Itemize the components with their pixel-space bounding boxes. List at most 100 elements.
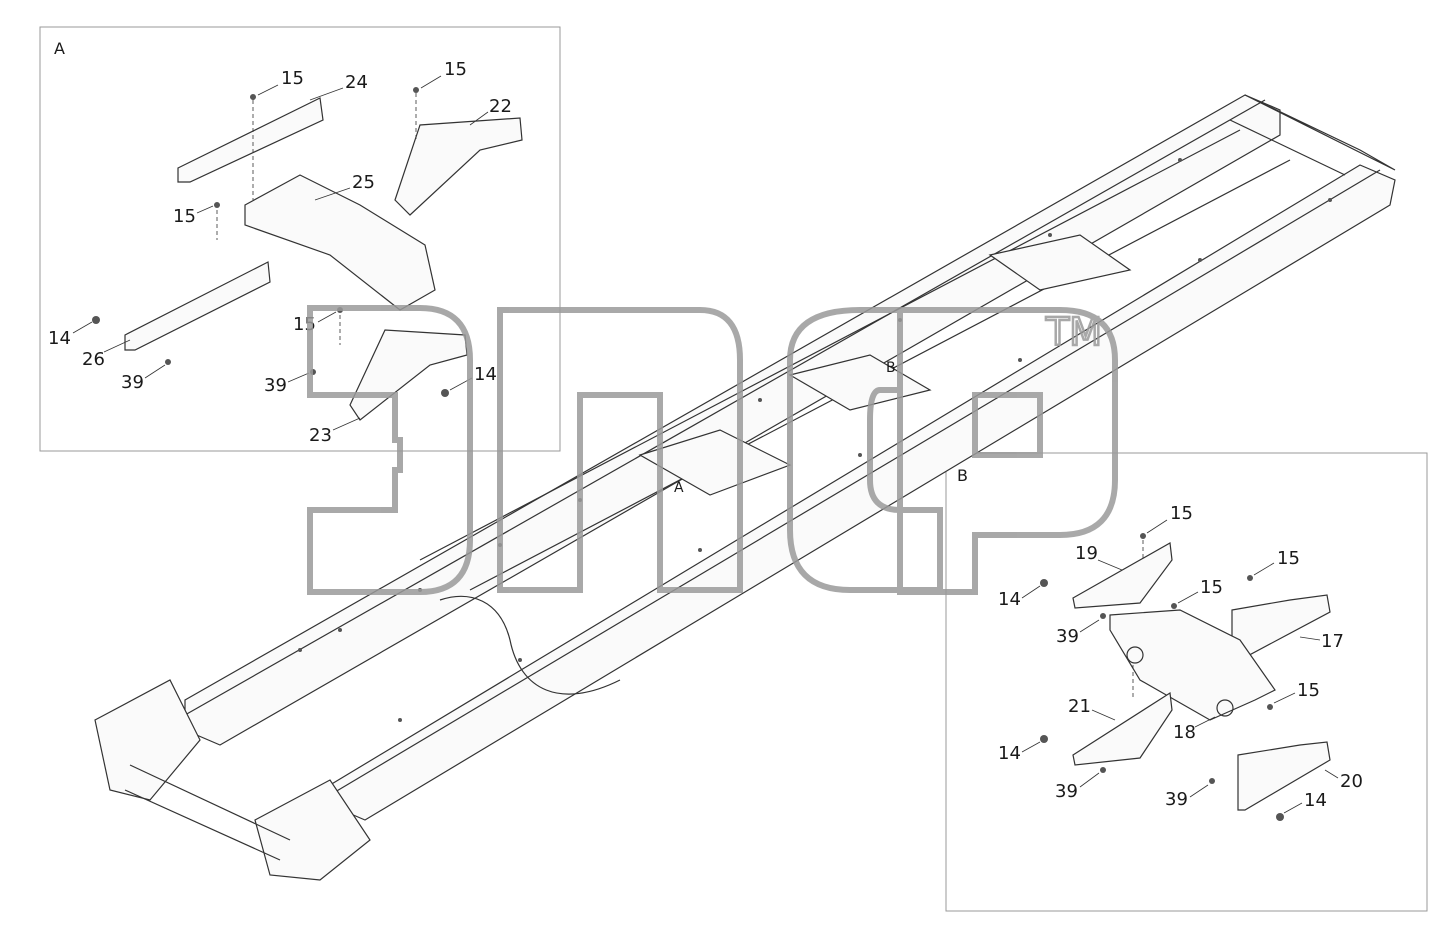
leader [1177, 591, 1199, 604]
detail-a-title: A [54, 39, 65, 58]
callout-b-15: 15 [1200, 577, 1223, 598]
washer-39-icon [165, 359, 171, 365]
leader [1283, 802, 1303, 814]
leader [1079, 772, 1100, 788]
callout-b-39: 39 [1165, 789, 1188, 810]
leader [1097, 559, 1123, 571]
nut-14-icon [1040, 735, 1048, 743]
callout-a-22: 22 [489, 96, 512, 117]
bracket-23 [349, 329, 468, 421]
crossmember-18 [1109, 609, 1276, 721]
washer-39-icon [1209, 778, 1215, 784]
callout-a-15: 15 [444, 59, 467, 80]
leader [469, 111, 489, 126]
front-axle-tube [129, 764, 291, 841]
nut-14-icon [441, 389, 449, 397]
callout-b-18: 18 [1173, 722, 1196, 743]
callout-b-20: 20 [1340, 771, 1363, 792]
leader [144, 364, 166, 379]
driveline-hint [439, 595, 621, 695]
callout-b-21: 21 [1068, 696, 1091, 717]
callout-a-15: 15 [173, 206, 196, 227]
leader [1091, 709, 1116, 721]
leader [72, 321, 93, 334]
callout-b-39: 39 [1056, 626, 1079, 647]
bracket-22 [394, 117, 523, 216]
detail-b-parts: 15 19 15 15 14 39 17 15 21 18 14 20 39 3… [998, 503, 1363, 821]
front-left-bracket [94, 679, 201, 801]
leader [309, 87, 344, 101]
leader [1021, 585, 1041, 599]
leader [1324, 769, 1339, 779]
callout-a-15: 15 [281, 68, 304, 89]
callout-b-15: 15 [1277, 548, 1300, 569]
rear-crossmember-edge [1229, 119, 1346, 176]
detail-frame-a [39, 26, 561, 452]
leader [1299, 636, 1321, 641]
leader [317, 311, 337, 323]
leader [196, 205, 214, 214]
callout-a-24: 24 [345, 72, 368, 93]
bracket-19 [1072, 542, 1173, 609]
section-marker-b: B [886, 360, 896, 376]
callout-b-19: 19 [1075, 543, 1098, 564]
logo-letter-e [307, 305, 473, 595]
leader [1146, 519, 1168, 534]
leader [287, 372, 310, 383]
bolt-15-icon [1140, 533, 1146, 539]
bracket-24 [177, 97, 324, 183]
main-chassis: A B [94, 94, 1396, 881]
leader [314, 187, 351, 201]
callout-a-25: 25 [352, 172, 375, 193]
right-side-rail [329, 164, 1396, 821]
logo-trademark: TM [1045, 310, 1102, 354]
front-right-bracket [254, 779, 371, 881]
leader [420, 75, 442, 89]
detail-frame-b [945, 452, 1428, 912]
leader [1194, 716, 1216, 728]
washer-39-icon [1100, 767, 1106, 773]
crossmember-mid [988, 234, 1132, 291]
right-rail-flange [329, 169, 1381, 796]
callout-b-15: 15 [1297, 680, 1320, 701]
leader [1021, 741, 1041, 753]
bolt-15-icon [214, 202, 220, 208]
callout-b-17: 17 [1321, 631, 1344, 652]
callout-a-14: 14 [474, 364, 497, 385]
section-marker-a: A [674, 480, 684, 496]
nut-14-icon [1276, 813, 1284, 821]
left-rail-flange [184, 99, 1266, 716]
bolt-15-icon [1267, 704, 1273, 710]
bracket-20 [1237, 741, 1331, 811]
rear-crossmember [1244, 94, 1396, 171]
callout-a-23: 23 [309, 425, 332, 446]
leader [257, 84, 279, 96]
callout-b-39: 39 [1055, 781, 1078, 802]
crossmember-hole [1126, 646, 1144, 664]
detail-b-title: B [957, 466, 968, 485]
logo-letter-r [897, 307, 1118, 595]
callout-b-14: 14 [998, 743, 1021, 764]
bracket-26 [124, 261, 271, 351]
callout-b-14: 14 [998, 589, 1021, 610]
bolt-15-icon [1171, 603, 1177, 609]
detail-a-parts: 15 24 15 22 25 15 15 14 26 39 39 14 23 [48, 59, 523, 446]
leader [1079, 619, 1100, 633]
callout-a-39: 39 [121, 372, 144, 393]
bracket-21 [1072, 691, 1173, 766]
logo-letter-p [497, 307, 743, 593]
callout-a-39: 39 [264, 375, 287, 396]
nut-14-icon [1040, 579, 1048, 587]
callout-a-14: 14 [48, 328, 71, 349]
bolt-15-icon [1247, 575, 1253, 581]
crossmember-hole [1216, 699, 1234, 717]
leader [1253, 562, 1275, 576]
callout-b-15: 15 [1170, 503, 1193, 524]
logo-letter-c [787, 307, 943, 593]
bolt-15-icon [413, 87, 419, 93]
front-axle-tube-lower [124, 789, 281, 861]
crossmember-25 [244, 174, 436, 311]
callout-a-26: 26 [82, 349, 105, 370]
